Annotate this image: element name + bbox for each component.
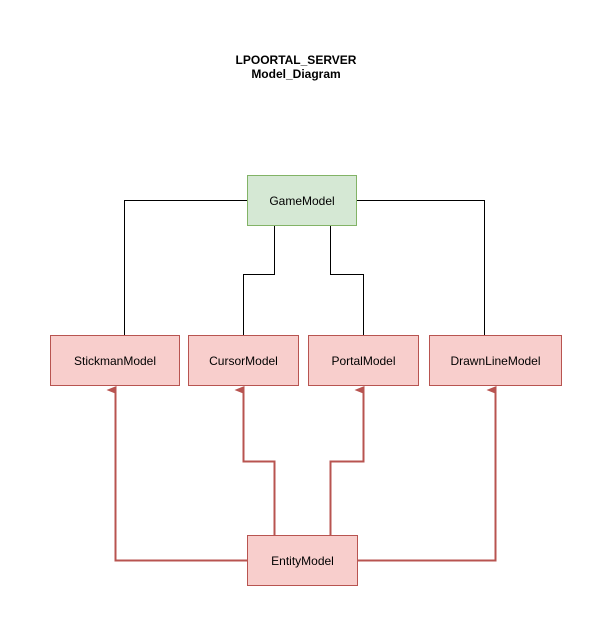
edge-game-to-portal [330, 226, 364, 335]
edge-game-to-cursor [243, 226, 275, 335]
edge-entity-to-drawnline [358, 386, 497, 562]
node-game-model[interactable]: GameModel [247, 175, 357, 226]
node-label: EntityModel [271, 553, 334, 568]
edge-entity-to-stickman [106, 386, 247, 562]
diagram-subtitle: Model_Diagram [251, 67, 341, 81]
edge-game-to-drawnline [357, 200, 485, 335]
node-label: DrawnLineModel [450, 353, 541, 368]
edge-entity-to-cursor [234, 386, 276, 535]
node-portal-model[interactable]: PortalModel [308, 335, 419, 386]
node-label: PortalModel [331, 353, 396, 368]
edge-game-to-stickman [124, 200, 247, 335]
node-label: CursorModel [209, 353, 278, 368]
node-label: GameModel [269, 193, 335, 208]
node-label: StickmanModel [73, 353, 157, 368]
node-stickman-model[interactable]: StickmanModel [50, 335, 180, 386]
edge-entity-to-portal [329, 386, 365, 535]
node-entity-model[interactable]: EntityModel [247, 535, 358, 586]
diagram-title: LPOORTAL_SERVER [235, 53, 357, 67]
node-drawnline-model[interactable]: DrawnLineModel [429, 335, 562, 386]
node-cursor-model[interactable]: CursorModel [188, 335, 299, 386]
